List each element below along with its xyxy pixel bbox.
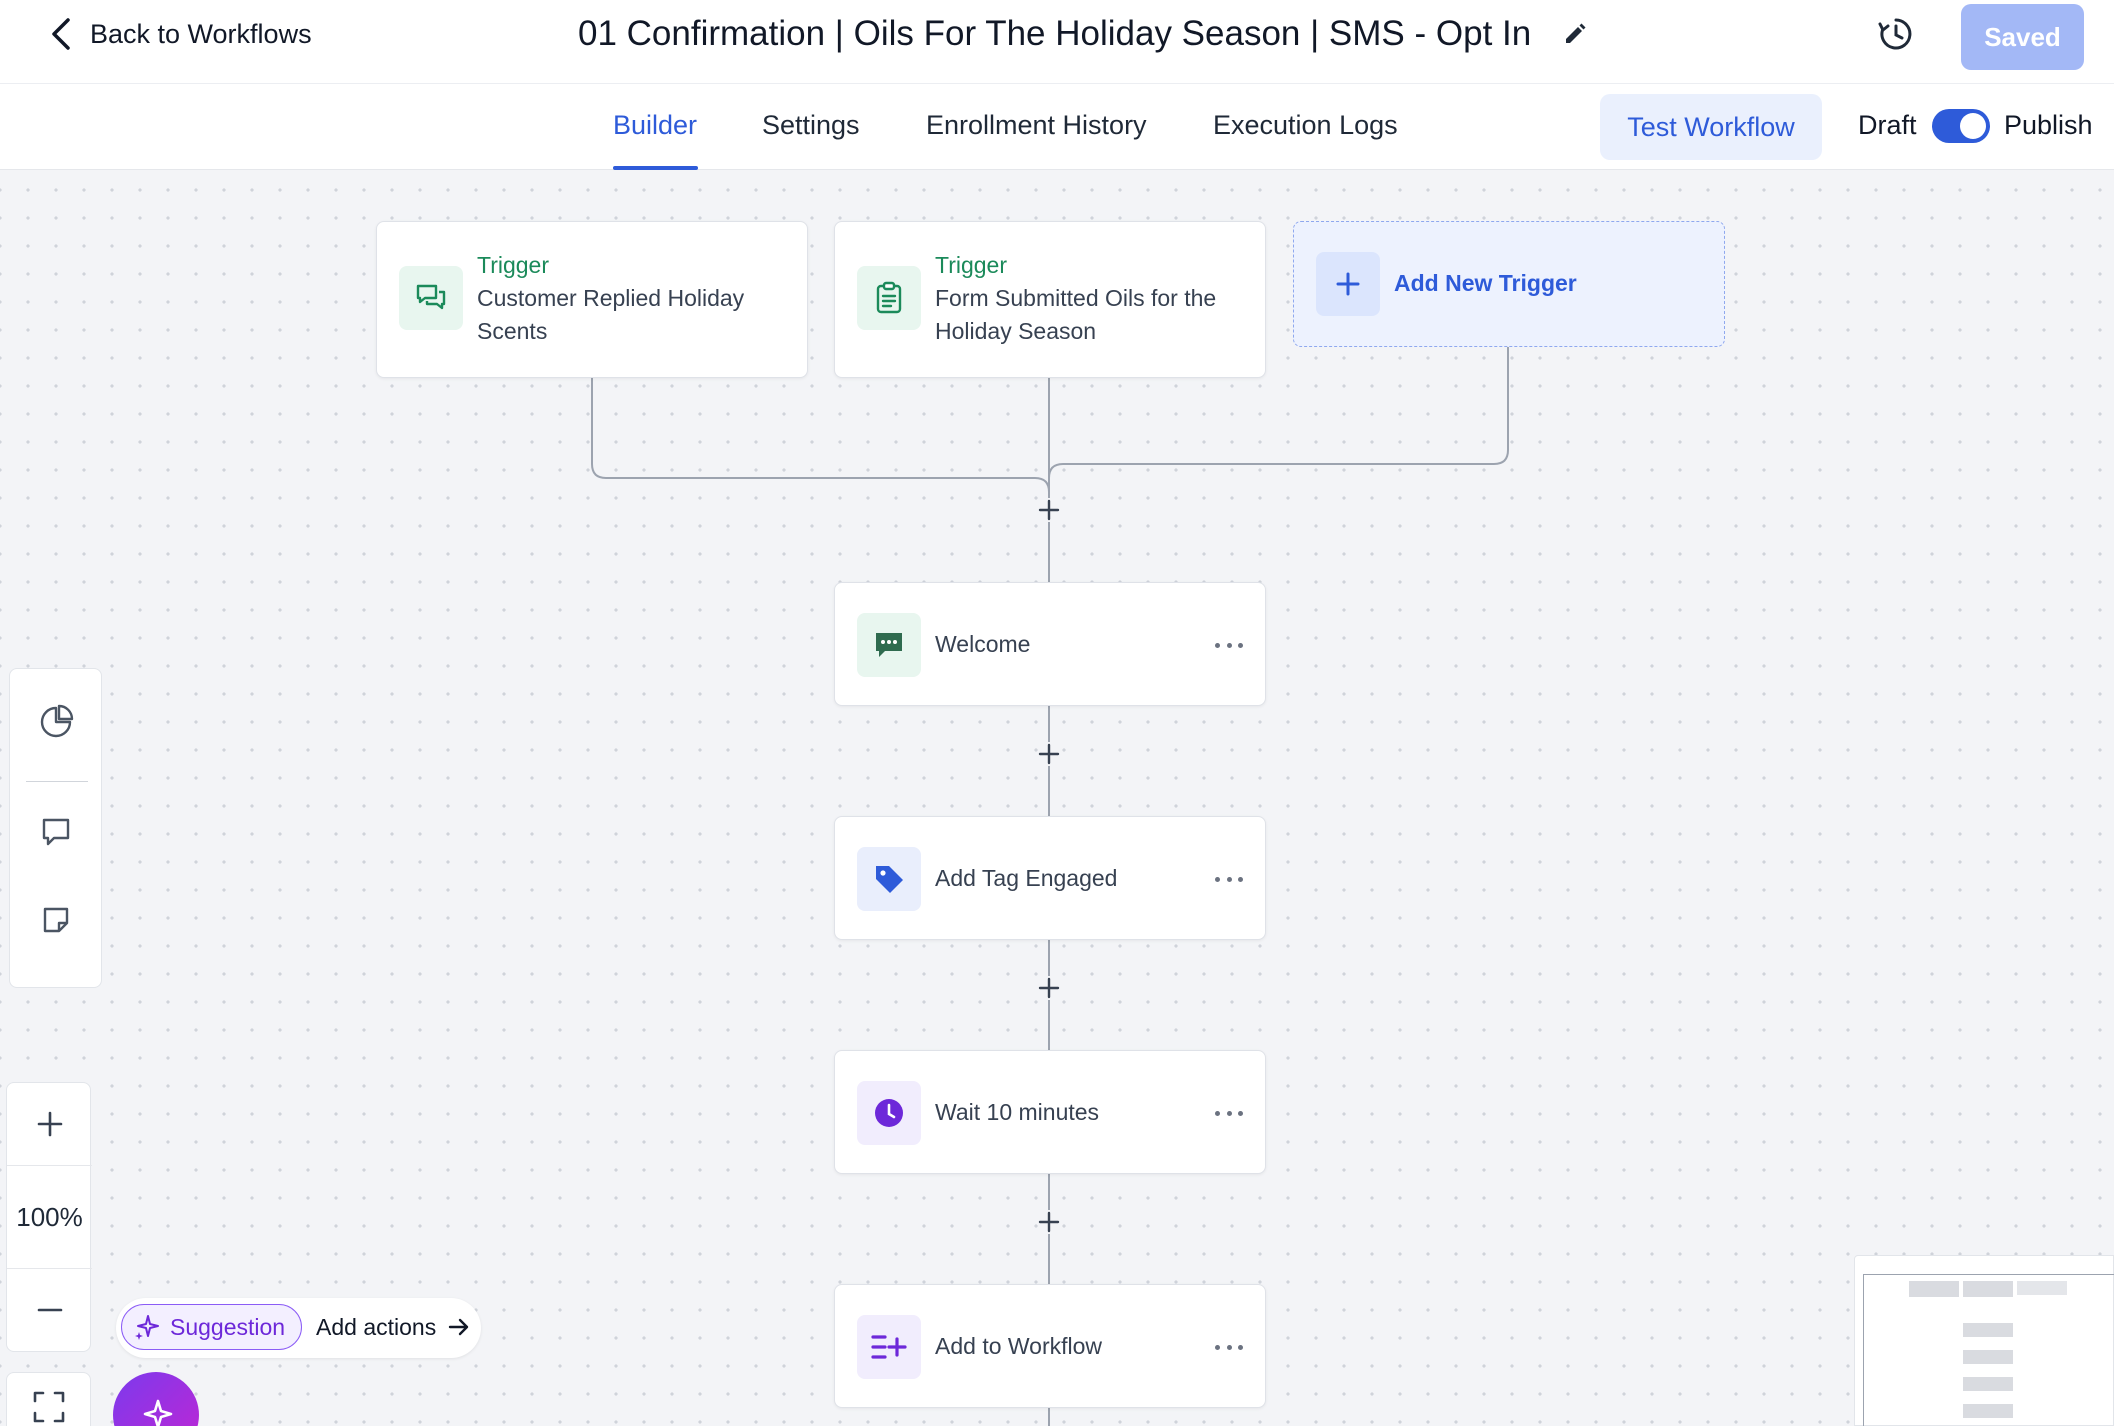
action-icon-box [857,613,921,677]
test-workflow-button[interactable]: Test Workflow [1600,94,1822,160]
minimap-node [1963,1323,2013,1337]
suggestion-bar: Suggestion Add actions [116,1298,481,1358]
saved-button[interactable]: Saved [1961,4,2084,70]
workflow-title-group: 01 Confirmation | Oils For The Holiday S… [578,10,1587,58]
plus-icon [1336,272,1360,296]
trigger-card-form-submitted[interactable]: Trigger Form Submitted Oils for the Holi… [834,221,1266,378]
add-actions-label: Add actions [316,1313,437,1340]
tag-icon [876,866,903,893]
notes-button[interactable] [33,897,79,943]
minimap-node [1963,1350,2013,1364]
fit-to-screen-button[interactable] [6,1372,91,1426]
minimap-viewport [1863,1274,2114,1426]
expand-icon [33,1391,64,1423]
plus-icon [1038,743,1060,765]
suggestion-chip-label: Suggestion [170,1313,286,1340]
suggestion-chip[interactable]: Suggestion [121,1304,303,1350]
add-actions-link[interactable]: Add actions [316,1304,470,1350]
toggle-knob [1960,113,1986,139]
zoom-controls: 100% [6,1082,92,1352]
add-step-button[interactable] [1031,970,1067,1006]
action-card-add-to-workflow[interactable]: Add to Workflow [834,1284,1266,1408]
canvas-tools-panel [9,668,102,988]
chat-bubbles-icon [416,284,446,310]
clock-icon [875,1099,903,1127]
clipboard-icon [876,281,902,314]
action-card-welcome[interactable]: Welcome [834,582,1266,706]
chevron-left-icon [52,18,70,50]
plus-icon [37,1111,62,1137]
action-icon-box [857,1081,921,1145]
more-options-icon[interactable] [1215,869,1243,889]
minimap-node [1963,1377,2013,1391]
history-clock-icon [1878,18,1912,50]
publish-toggle[interactable] [1932,109,1990,143]
action-label: Welcome [935,631,1031,657]
trigger-kicker: Trigger [935,252,1007,278]
add-new-trigger-label: Add New Trigger [1394,270,1577,296]
more-options-icon[interactable] [1215,1103,1243,1123]
add-step-button[interactable] [1031,736,1067,772]
plus-icon [1038,499,1060,521]
minus-icon [37,1308,62,1312]
action-card-add-tag[interactable]: Add Tag Engaged [834,816,1266,940]
trigger-kicker: Trigger [477,252,549,278]
action-icon-box [857,847,921,911]
pie-chart-icon [40,704,74,738]
action-icon-box [857,1315,921,1379]
sticky-note-icon [43,907,69,933]
more-options-icon[interactable] [1215,1337,1243,1357]
back-to-workflows-link[interactable]: Back to Workflows [50,14,312,54]
minimap-node [1909,1281,1959,1297]
plus-icon [1038,977,1060,999]
zoom-in-button[interactable] [7,1083,92,1165]
trigger-label: Form Submitted Oils for the Holiday Seas… [935,285,1217,344]
minimap[interactable] [1854,1255,2114,1426]
add-step-button[interactable] [1031,1204,1067,1240]
trigger-label: Customer Replied Holiday Scents [477,285,745,344]
tab-settings[interactable]: Settings [762,110,860,140]
sms-message-icon [876,633,902,657]
action-label: Add to Workflow [935,1333,1103,1359]
action-label: Wait 10 minutes [935,1099,1100,1125]
comment-icon [42,818,70,846]
app-header: Back to Workflows 01 Confirmation | Oils… [0,0,2114,84]
action-label: Add Tag Engaged [935,865,1118,891]
add-to-list-icon [871,1335,907,1359]
tab-execution-logs[interactable]: Execution Logs [1213,110,1398,140]
back-label: Back to Workflows [90,18,312,49]
trigger-icon-box [857,266,921,330]
comments-button[interactable] [33,809,79,855]
plus-icon [1038,1211,1060,1233]
sparkle-icon [143,1399,173,1426]
workflow-canvas[interactable]: Trigger Customer Replied Holiday Scents … [0,170,2114,1426]
trigger-icon-box [399,266,463,330]
sparkle-icon [135,1315,159,1340]
zoom-level: 100% [7,1165,92,1269]
action-card-wait[interactable]: Wait 10 minutes [834,1050,1266,1174]
add-new-trigger-button[interactable]: Add New Trigger [1293,221,1725,347]
active-tab-indicator [613,166,698,170]
workflow-title: 01 Confirmation | Oils For The Holiday S… [578,14,1532,53]
minimap-node [2017,1281,2067,1295]
plus-icon-box [1316,252,1380,316]
tab-enrollment-history[interactable]: Enrollment History [926,110,1147,140]
panel-divider [26,781,88,782]
arrow-right-icon [449,1318,469,1336]
add-step-button[interactable] [1031,492,1067,528]
publish-label: Publish [2004,110,2093,140]
more-options-icon[interactable] [1215,635,1243,655]
version-history-button[interactable] [1876,14,1916,54]
minimap-node [1963,1404,2013,1418]
tabs-bar: Builder Settings Enrollment History Exec… [0,84,2114,170]
tab-builder[interactable]: Builder [613,110,698,140]
draft-label: Draft [1858,110,1917,140]
zoom-out-button[interactable] [7,1269,92,1351]
minimap-node [1963,1281,2013,1297]
stats-button[interactable] [33,699,79,745]
connector-lines [591,345,1509,1426]
trigger-card-customer-replied[interactable]: Trigger Customer Replied Holiday Scents [376,221,808,378]
pencil-edit-icon[interactable] [1563,22,1587,46]
